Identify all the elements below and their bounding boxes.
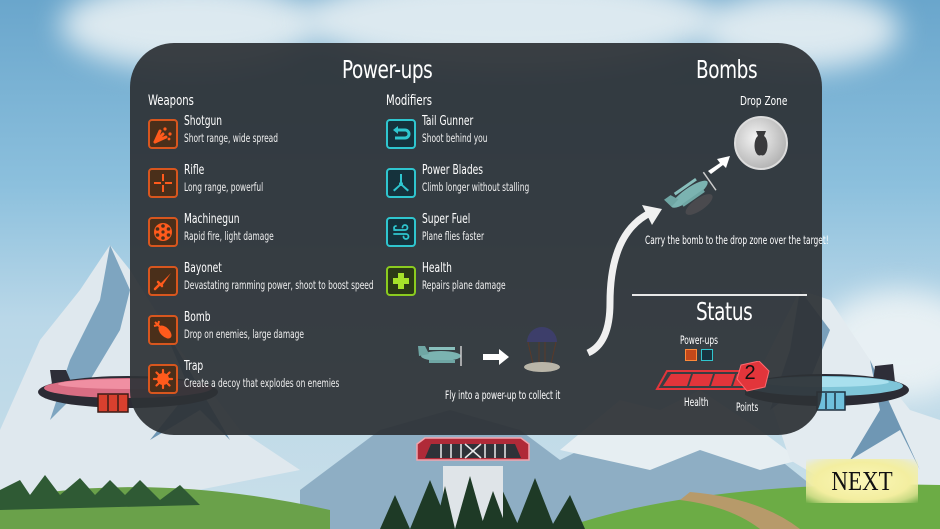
- modifier-item-health: Health Repairs plane damage: [386, 261, 626, 297]
- shotgun-icon: [685, 349, 697, 361]
- points-label: Points: [736, 400, 759, 414]
- weapon-item-bomb: Bomb Drop on enemies, large damage: [148, 310, 388, 346]
- arrow-up-right-icon: [708, 156, 730, 174]
- shotgun-icon: [148, 119, 178, 149]
- collect-illustration: [418, 327, 560, 372]
- weapon-item-rifle: Rifle Long range, powerful: [148, 163, 388, 199]
- health-bar: [655, 361, 770, 392]
- bomber-plane-icon: [664, 171, 717, 215]
- blade-icon: [148, 266, 178, 296]
- instructions-panel: Power-ups Bombs Weapons Modifiers Shotgu…: [130, 43, 829, 435]
- next-button[interactable]: NEXT: [806, 459, 918, 503]
- status-powerups-label: Power-ups: [680, 333, 718, 347]
- powerups-title: Power-ups: [342, 55, 433, 84]
- biplane-icon: [418, 346, 462, 366]
- propeller-icon: [701, 349, 713, 361]
- weapon-item-shotgun: Shotgun Short range, wide spread: [148, 114, 388, 150]
- control-tower: [416, 437, 530, 529]
- bomb-icon: [754, 131, 768, 156]
- weapon-item-machinegun: Machinegun Rapid fire, light damage: [148, 212, 388, 248]
- drop-zone-label: Drop Zone: [740, 93, 788, 108]
- parachute-powerup-icon: [524, 327, 560, 372]
- health-label: Health: [684, 395, 709, 409]
- points-badge: [736, 361, 770, 392]
- next-button-label: NEXT: [831, 465, 893, 496]
- wind-icon: [386, 217, 416, 247]
- crosshair-icon: [148, 168, 178, 198]
- u-turn-arrow-icon: [386, 119, 416, 149]
- propeller-icon: [386, 168, 416, 198]
- modifier-item-tail-gunner: Tail Gunner Shoot behind you: [386, 114, 626, 150]
- bombs-caption: Carry the bomb to the drop zone over the…: [645, 233, 829, 247]
- modifier-item-power-blades: Power Blades Climb longer without stalli…: [386, 163, 626, 199]
- weapons-heading: Weapons: [148, 93, 194, 109]
- modifier-item-super-fuel: Super Fuel Plane flies faster: [386, 212, 626, 248]
- arrow-right-icon: [483, 349, 509, 365]
- bomb-icon: [148, 315, 178, 345]
- points-value: 2: [744, 362, 756, 384]
- section-divider: [632, 294, 807, 296]
- plus-icon: [386, 266, 416, 296]
- bombs-title: Bombs: [696, 55, 758, 84]
- modifiers-heading: Modifiers: [386, 93, 432, 109]
- ammo-drum-icon: [148, 217, 178, 247]
- status-title: Status: [696, 297, 753, 326]
- drop-zone-target: [734, 116, 788, 170]
- collect-caption: Fly into a power-up to collect it: [445, 388, 561, 402]
- curved-arrow-icon: [586, 205, 662, 357]
- weapon-item-trap: Trap Create a decoy that explodes on ene…: [148, 359, 388, 395]
- weapon-item-bayonet: Bayonet Devastating ramming power, shoot…: [148, 261, 388, 297]
- mine-icon: [148, 364, 178, 394]
